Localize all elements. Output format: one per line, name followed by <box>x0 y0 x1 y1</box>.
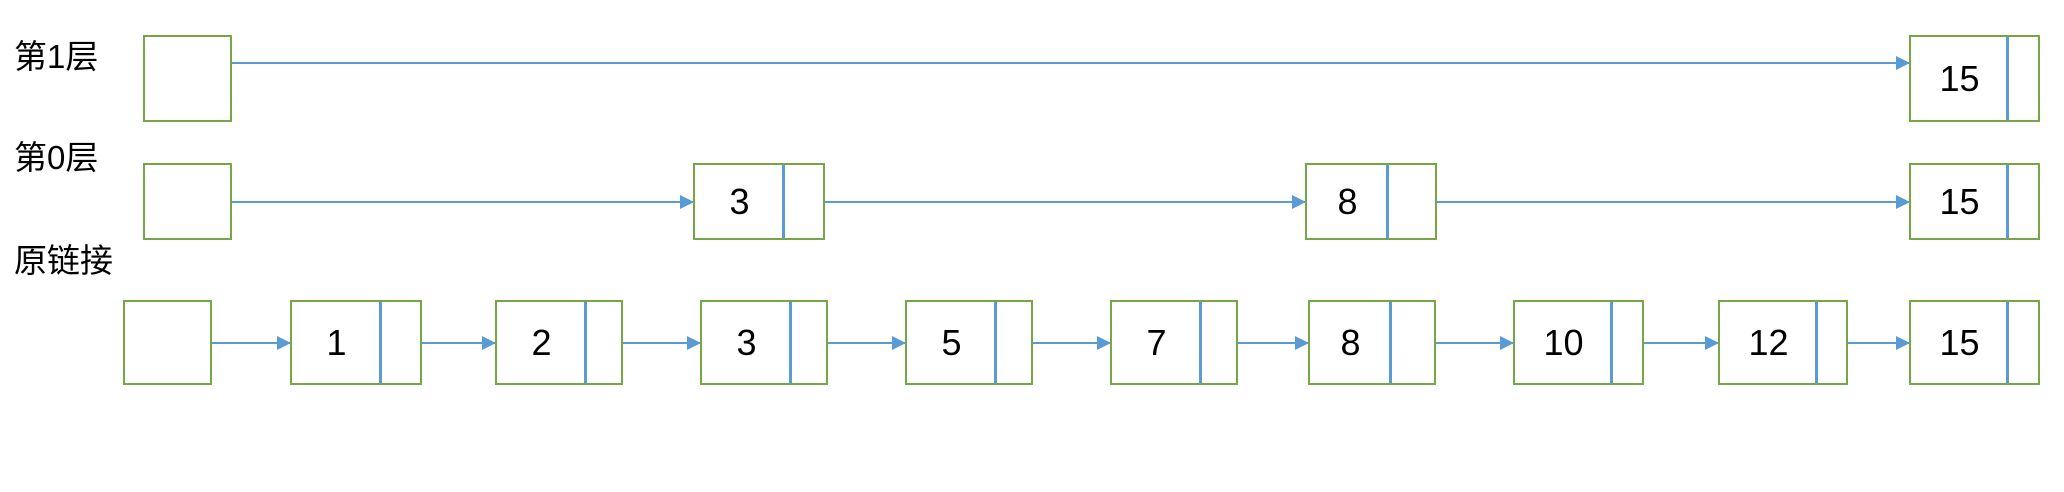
row-label-original-list: 原链接 <box>14 242 113 279</box>
node-pointer-divider <box>379 302 382 383</box>
node-value: 12 <box>1748 321 1789 363</box>
list-node: 2 <box>495 300 623 385</box>
arrow-level-0-2 <box>1437 195 1910 209</box>
row-label-level-0: 第0层 <box>14 139 99 176</box>
arrow-level-0-0 <box>143 195 694 209</box>
node-value: 5 <box>941 321 962 363</box>
list-node: 15 <box>1909 300 2040 385</box>
list-node: 3 <box>693 163 825 240</box>
node-pointer-divider <box>994 302 997 383</box>
node-pointer-divider <box>1386 165 1389 238</box>
head-node-level-0 <box>143 163 232 240</box>
node-pointer-divider <box>2006 37 2009 120</box>
node-pointer-divider <box>1610 302 1613 383</box>
head-node-level-1 <box>143 35 232 122</box>
node-pointer-divider <box>1199 302 1202 383</box>
list-node: 1 <box>290 300 422 385</box>
node-value: 1 <box>326 321 347 363</box>
node-value: 7 <box>1146 321 1167 363</box>
arrow-original-list-2 <box>584 336 701 350</box>
node-pointer-divider <box>2006 165 2009 238</box>
list-node: 12 <box>1718 300 1848 385</box>
node-value: 8 <box>1337 180 1358 222</box>
node-value: 3 <box>729 180 750 222</box>
node-value: 15 <box>1939 321 1980 363</box>
node-value: 2 <box>531 321 552 363</box>
arrow-original-list-4 <box>994 336 1111 350</box>
arrow-original-list-5 <box>1191 336 1309 350</box>
node-value: 8 <box>1340 321 1361 363</box>
arrow-level-0-1 <box>825 195 1306 209</box>
node-pointer-divider <box>1815 302 1818 383</box>
node-value: 15 <box>1939 57 1980 99</box>
node-pointer-divider <box>2006 302 2009 383</box>
arrow-original-list-8 <box>1815 336 1910 350</box>
list-node: 15 <box>1909 35 2040 122</box>
node-pointer-divider <box>789 302 792 383</box>
row-label-level-1: 第1层 <box>14 38 99 75</box>
list-node: 8 <box>1305 163 1437 240</box>
node-pointer-divider <box>584 302 587 383</box>
arrow-original-list-7 <box>1610 336 1719 350</box>
list-node: 7 <box>1110 300 1238 385</box>
node-value: 15 <box>1939 180 1980 222</box>
list-node: 5 <box>905 300 1033 385</box>
arrow-original-list-6 <box>1389 336 1514 350</box>
node-pointer-divider <box>1389 302 1392 383</box>
list-node: 15 <box>1909 163 2040 240</box>
node-pointer-divider <box>782 165 785 238</box>
arrow-level-1-0 <box>143 56 1910 70</box>
list-node: 10 <box>1513 300 1644 385</box>
arrow-original-list-1 <box>379 336 496 350</box>
node-value: 10 <box>1543 321 1584 363</box>
node-value: 3 <box>736 321 757 363</box>
head-node-original-list <box>123 300 212 385</box>
arrow-original-list-3 <box>789 336 906 350</box>
list-node: 8 <box>1308 300 1436 385</box>
list-node: 3 <box>700 300 828 385</box>
